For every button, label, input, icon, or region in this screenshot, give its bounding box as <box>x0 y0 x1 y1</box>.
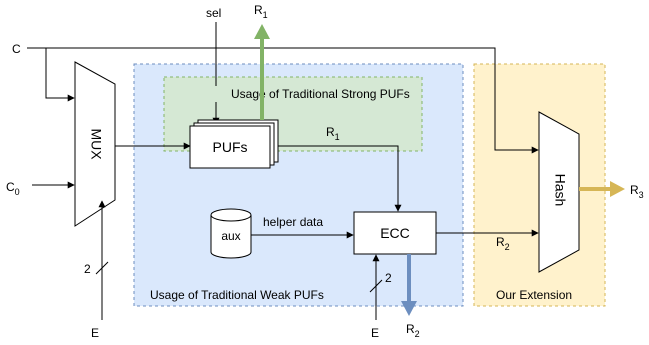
c-to-mux-wire <box>45 48 75 102</box>
helper-data-label: helper data <box>263 215 323 229</box>
hash-block <box>538 111 580 273</box>
pufs-to-ecc-wire <box>278 145 402 212</box>
r1-mid-label: R1 <box>326 125 340 142</box>
input-c-label: C <box>12 42 21 56</box>
strong-puf-region-label: Usage of Traditional Strong PUFs <box>231 87 410 101</box>
r1-output-arrowhead <box>254 24 270 39</box>
r2-output-arrowhead <box>401 301 417 316</box>
aux-cylinder-top <box>210 208 252 222</box>
r2-bottom-label: R2 <box>406 322 420 339</box>
r1-top-label: R1 <box>254 3 268 20</box>
extension-region-label: Our Extension <box>496 288 572 302</box>
mux-label: MUX <box>88 128 104 160</box>
sel-label: sel <box>206 6 221 20</box>
mux-block <box>74 61 116 227</box>
e-left-bus-width: 2 <box>84 262 91 276</box>
pufs-label: PUFs <box>213 139 248 155</box>
aux-label: aux <box>221 229 240 243</box>
r3-label: R3 <box>630 183 644 200</box>
hash-label: Hash <box>552 174 568 207</box>
e-right-bus-slash <box>369 279 383 293</box>
weak-puf-region-label: Usage of Traditional Weak PUFs <box>150 288 324 302</box>
e-right-label: E <box>371 326 379 340</box>
ecc-label: ECC <box>380 225 410 241</box>
input-c0-label: C0 <box>6 180 20 197</box>
pufs-block <box>189 125 271 169</box>
ecc-block <box>353 211 437 255</box>
e-left-label: E <box>91 326 99 340</box>
r3-output-arrowhead <box>610 181 625 197</box>
r2-mid-label: R2 <box>496 235 510 252</box>
e-right-bus-width: 2 <box>385 271 392 285</box>
aux-cylinder <box>210 215 252 259</box>
e-left-bus-slash <box>95 261 109 275</box>
